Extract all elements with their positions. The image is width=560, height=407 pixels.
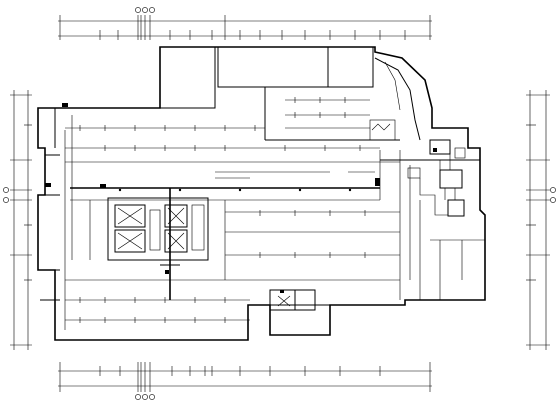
- dimension-chain-right: [526, 90, 556, 350]
- annotations: [215, 171, 375, 179]
- axis-bubbles-right: [550, 187, 556, 203]
- equipment-cluster: [380, 139, 480, 217]
- central-core: [107, 188, 209, 300]
- building-outline: [37, 46, 486, 341]
- axis-bubbles-top: [135, 7, 155, 13]
- lower-rooms: [269, 289, 331, 336]
- lighting-circuits: [64, 97, 485, 330]
- axis-bubbles-bottom: [135, 394, 155, 400]
- dimension-chain-bottom: [58, 362, 432, 400]
- axis-bubbles-left: [3, 187, 9, 203]
- distribution-marks: [45, 103, 437, 293]
- upper-rooms: [159, 46, 421, 141]
- dimension-chain-left: [3, 90, 32, 350]
- dimension-chain-top: [58, 7, 432, 40]
